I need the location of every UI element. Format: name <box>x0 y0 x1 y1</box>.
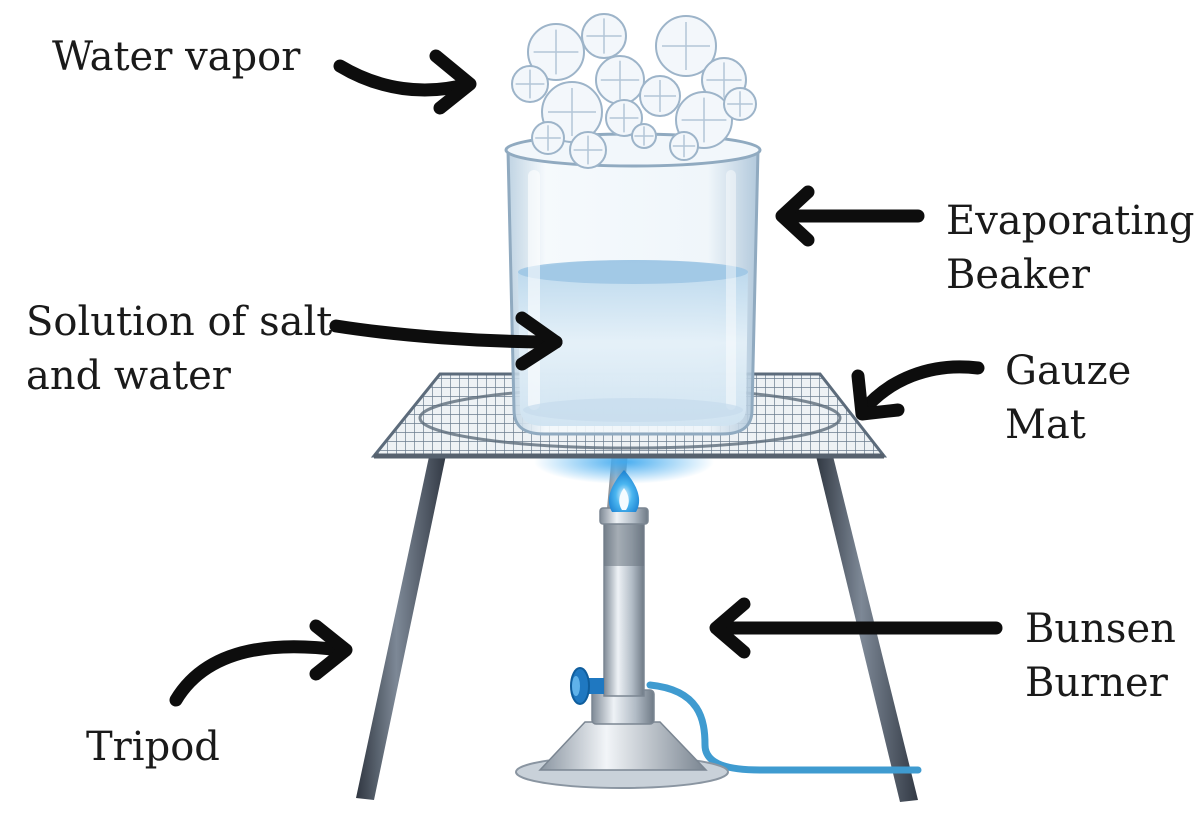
vapor-bubble-highlight <box>515 69 545 99</box>
vapor-bubble-highlight <box>573 135 603 165</box>
vapor-bubble-highlight <box>672 134 696 158</box>
vapor-bubble-highlight <box>535 125 561 151</box>
vapor-bubble-highlight <box>662 22 710 70</box>
vapor-bubble-highlight <box>727 91 753 117</box>
arrow-water-vapor <box>333 49 477 115</box>
solution-liquid <box>518 260 748 426</box>
label-burner-line-1: Bunsen <box>1025 606 1176 652</box>
water-vapor-bubbles <box>511 13 757 169</box>
vapor-bubble-highlight <box>644 80 676 112</box>
vapor-bubble-highlight <box>586 18 622 54</box>
bunsen-burner <box>515 507 729 789</box>
label-beaker-line-2: Beaker <box>946 252 1090 298</box>
gas-valve <box>570 667 604 705</box>
label-water-vapor: Water vapor <box>52 30 300 84</box>
vapor-bubble-highlight <box>548 88 596 136</box>
label-gauze-line-2: Mat <box>1005 402 1086 448</box>
label-solution-line-2: and water <box>26 353 231 399</box>
beaker <box>504 132 762 436</box>
burner-base <box>538 721 708 771</box>
label-burner-line-2: Burner <box>1025 660 1168 706</box>
label-bunsen-burner: Bunsen Burner <box>1025 602 1176 710</box>
arrow-bunsen-burner <box>709 597 1003 659</box>
arrows <box>169 49 1003 707</box>
label-tripod-text: Tripod <box>86 724 220 770</box>
arrow-solution <box>329 311 563 371</box>
label-gauze-mat: Gauze Mat <box>1005 344 1131 452</box>
vapor-bubble-highlight <box>609 103 639 133</box>
label-evaporating-beaker: Evaporating Beaker <box>946 194 1195 302</box>
vapor-bubble-highlight <box>600 60 640 100</box>
vapor-bubble-highlight <box>533 29 579 75</box>
arrow-evaporating-beaker <box>775 185 925 247</box>
label-water-vapor-text: Water vapor <box>52 34 301 80</box>
arrow-tripod <box>169 619 353 707</box>
label-solution-line-1: Solution of salt <box>26 299 333 345</box>
vapor-bubble-highlight <box>681 97 727 143</box>
arrow-gauze-mat <box>851 360 985 421</box>
vapor-bubble-highlight <box>706 62 742 98</box>
tripod-leg-left <box>356 452 446 800</box>
label-gauze-line-1: Gauze <box>1005 348 1132 394</box>
gas-tube <box>646 681 922 774</box>
label-beaker-line-1: Evaporating <box>946 198 1195 244</box>
vapor-bubble-highlight <box>634 126 654 146</box>
label-tripod: Tripod <box>86 720 220 774</box>
burner-air-sleeve <box>604 522 644 566</box>
label-solution: Solution of salt and water <box>26 295 332 403</box>
